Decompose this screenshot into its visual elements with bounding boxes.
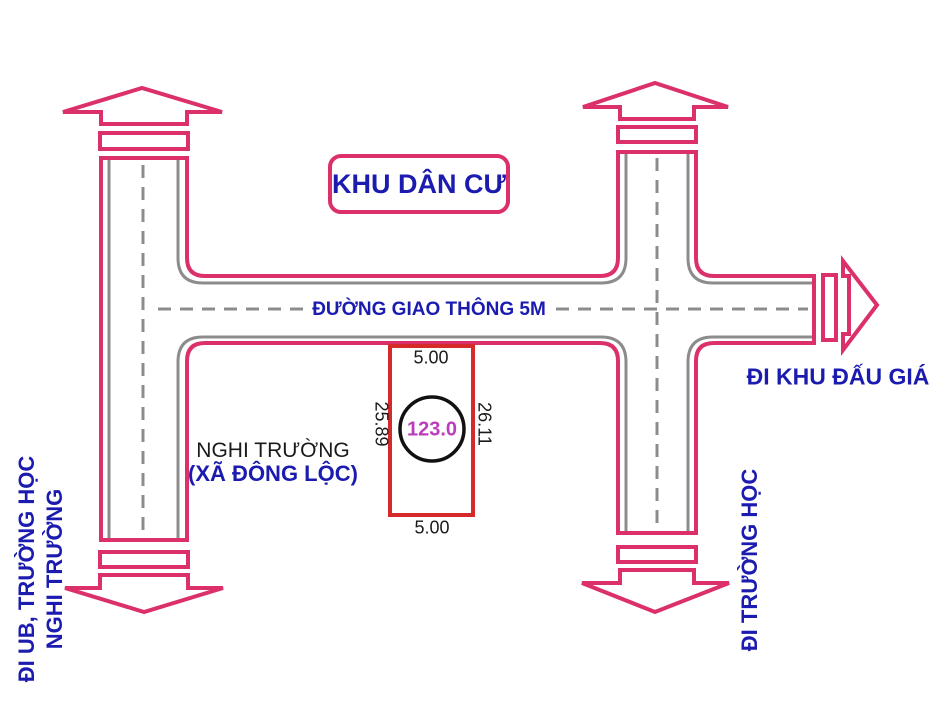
destination-east: ĐI KHU ĐẤU GIÁ xyxy=(746,363,930,390)
main-road xyxy=(158,274,816,345)
plot-dim-top: 5.00 xyxy=(413,347,449,368)
right-road xyxy=(599,150,715,535)
plot-dim-left: 25.89 xyxy=(371,401,392,447)
arrow-down-right-icon xyxy=(581,568,730,615)
destination-west-line2: NGHI TRƯỜNG xyxy=(42,488,67,650)
zone-label: KHU DÂN CƯ xyxy=(332,168,506,199)
plot-area-circle xyxy=(398,395,466,463)
plot-dim-right: 26.11 xyxy=(474,402,495,446)
main-road-label: ĐƯỜNG GIAO THÔNG 5M xyxy=(304,299,554,321)
arrow-up-right-icon xyxy=(582,80,729,121)
arrow-up-left-icon xyxy=(62,85,223,126)
plot-area-value: 123.0 xyxy=(406,418,458,441)
destination-west-line1: ĐI UB, TRƯỜNG HỌC xyxy=(14,455,39,683)
destination-south: ĐI TRƯỜNG HỌC xyxy=(737,468,762,652)
arrow-east-icon xyxy=(841,255,880,356)
locality-commune: (XÃ ĐÔNG LỘC) xyxy=(188,461,358,486)
locality-name: NGHI TRƯỜNG xyxy=(196,439,350,462)
road-end-bars xyxy=(98,125,838,569)
locality-label: NGHI TRƯỜNG (XÃ ĐÔNG LỘC) xyxy=(188,439,358,485)
plot-dim-bottom: 5.00 xyxy=(414,517,450,538)
destination-west: ĐI UB, TRƯỜNG HỌC NGHI TRƯỜNG xyxy=(13,456,69,682)
zone-label-box: KHU DÂN CƯ xyxy=(328,154,510,214)
left-road xyxy=(99,156,206,542)
arrow-down-left-icon xyxy=(64,573,224,615)
